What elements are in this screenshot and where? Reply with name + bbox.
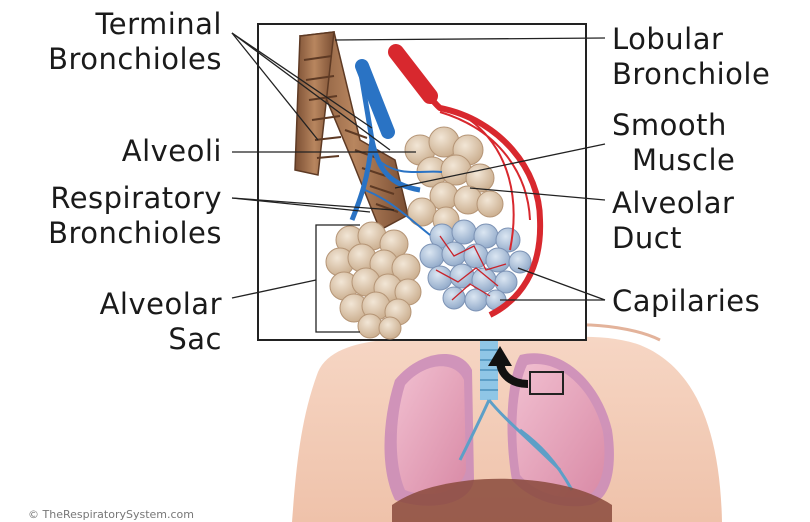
label-capilaries-text: Capilaries bbox=[612, 284, 760, 319]
label-alveolar-sac-line1: Alveolar bbox=[100, 287, 222, 322]
label-terminal-bronchioles-line2: Bronchioles bbox=[48, 42, 222, 77]
label-alveoli-text: Alveoli bbox=[122, 134, 222, 169]
label-terminal-bronchioles-line1: Terminal bbox=[48, 7, 222, 42]
label-smooth-muscle-line2: Muscle bbox=[612, 143, 735, 178]
label-smooth-muscle-line1: Smooth bbox=[612, 108, 735, 143]
label-capilaries: Capilaries bbox=[612, 284, 760, 319]
label-alveoli: Alveoli bbox=[122, 134, 222, 169]
label-lobular-bronchiole: Lobular Bronchiole bbox=[612, 22, 770, 92]
label-respiratory-bronchioles: Respiratory Bronchioles bbox=[48, 181, 222, 251]
label-alveolar-duct: Alveolar Duct bbox=[612, 186, 734, 256]
label-respiratory-bronchioles-line1: Respiratory bbox=[48, 181, 222, 216]
label-lobular-bronchiole-line2: Bronchiole bbox=[612, 57, 770, 92]
copyright-notice: © TheRespiratorySystem.com bbox=[28, 508, 194, 521]
label-alveolar-duct-line2: Duct bbox=[612, 221, 734, 256]
label-lobular-bronchiole-line1: Lobular bbox=[612, 22, 770, 57]
label-alveolar-sac-line2: Sac bbox=[100, 322, 222, 357]
label-respiratory-bronchioles-line2: Bronchioles bbox=[48, 216, 222, 251]
label-smooth-muscle: Smooth Muscle bbox=[612, 108, 735, 178]
label-terminal-bronchioles: Terminal Bronchioles bbox=[48, 7, 222, 77]
label-alveolar-sac: Alveolar Sac bbox=[100, 287, 222, 357]
label-alveolar-duct-line1: Alveolar bbox=[612, 186, 734, 221]
